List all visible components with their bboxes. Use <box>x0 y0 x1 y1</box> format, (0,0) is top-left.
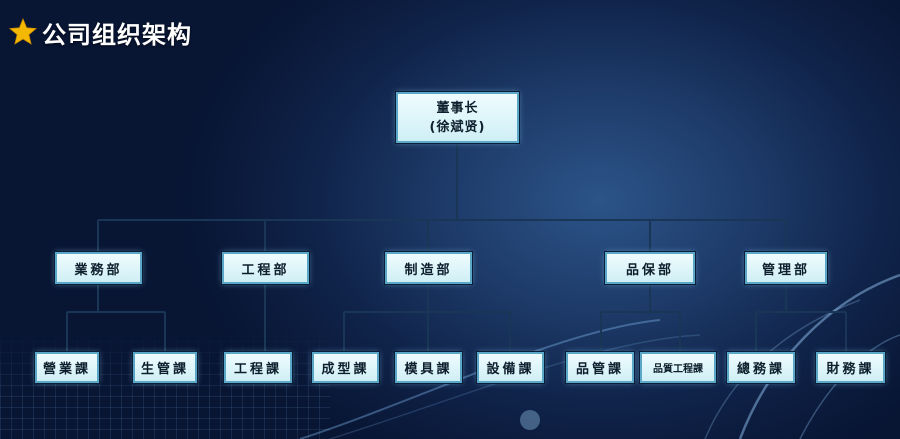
node-section-quality-control: 品管課 <box>566 352 634 383</box>
node-dept-manufacturing: 制造部 <box>385 252 472 284</box>
chairman-name: (徐斌贤) <box>429 119 486 135</box>
node-dept-engineering: 工程部 <box>222 252 309 284</box>
node-dept-management: 管理部 <box>745 252 827 284</box>
page-title: 公司组织架构 <box>8 12 192 52</box>
node-section-quality-engineering: 品質工程課 <box>640 352 716 383</box>
star-icon <box>8 17 38 45</box>
node-section-tooling: 模具課 <box>395 352 462 383</box>
node-section-sales: 營業課 <box>35 352 99 383</box>
node-section-engineering: 工程課 <box>224 352 292 383</box>
chairman-title: 董事长 <box>436 100 479 116</box>
node-section-molding: 成型課 <box>312 352 379 383</box>
node-section-production-control: 生管課 <box>133 352 197 383</box>
node-chairman: 董事长 (徐斌贤) <box>396 92 519 143</box>
page-title-text: 公司组织架构 <box>42 20 192 49</box>
node-dept-sales: 業務部 <box>55 252 142 284</box>
node-section-general-affairs: 總務課 <box>727 352 795 383</box>
node-dept-quality-assurance: 品保部 <box>605 252 695 284</box>
node-section-finance: 財務課 <box>816 352 885 383</box>
node-section-equipment: 設備課 <box>477 352 544 383</box>
